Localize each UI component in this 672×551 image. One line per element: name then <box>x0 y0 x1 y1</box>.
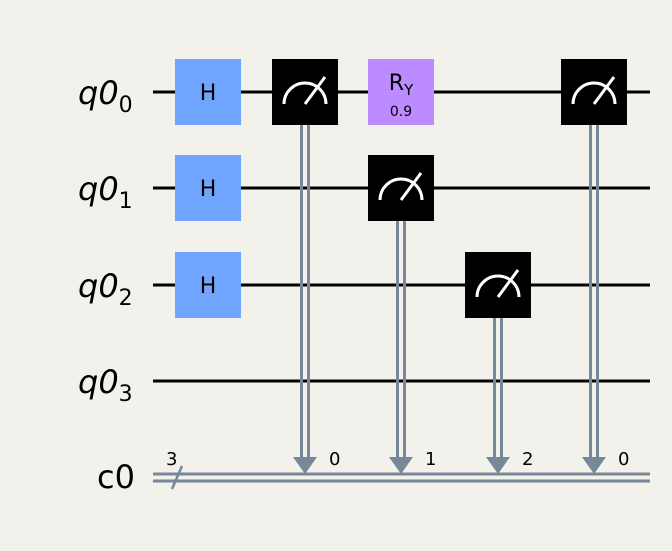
classical-bundle-slash <box>170 465 184 490</box>
h-gate-q1: H <box>175 155 241 221</box>
classical-bundle-width: 3 <box>166 449 177 470</box>
qubit-label-2: q02 <box>78 267 133 311</box>
svg-text:H: H <box>200 177 217 202</box>
measure-bit-label: 0 <box>618 449 629 470</box>
measure-gate-q2: 2 <box>465 252 533 474</box>
h-gate-q2: H <box>175 252 241 318</box>
svg-text:H: H <box>200 81 217 106</box>
measure-gate-q1: 1 <box>368 155 436 474</box>
measure-gate-q0-a: 0 <box>272 59 340 474</box>
measure-bit-label: 2 <box>522 449 533 470</box>
qubit-label-3: q03 <box>78 363 133 407</box>
svg-text:H: H <box>200 274 217 299</box>
ry-gate-q0: RY 0.9 <box>368 59 434 125</box>
svg-text:0.9: 0.9 <box>390 104 412 120</box>
measure-bit-label: 1 <box>425 449 436 470</box>
measure-gate-q0-b: 0 <box>561 59 629 474</box>
classical-wire <box>153 472 650 483</box>
classical-label: c0 <box>97 458 135 496</box>
qubit-label-1: q01 <box>78 170 133 214</box>
svg-text:RY: RY <box>389 71 414 99</box>
h-gate-q0: H <box>175 59 241 125</box>
qubit-label-0: q00 <box>78 74 133 118</box>
measure-bit-label: 0 <box>329 449 340 470</box>
